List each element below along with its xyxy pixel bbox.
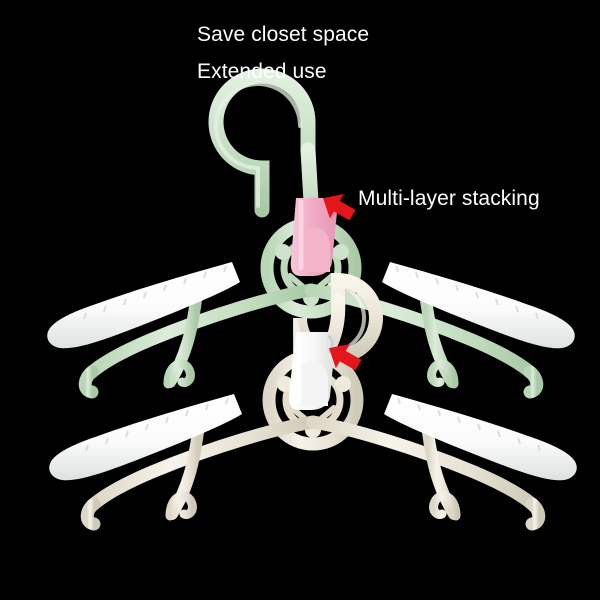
lower-hanger-left-strut: [166, 426, 204, 520]
upper-hanger-hub-lobe-right: [333, 244, 349, 260]
upper-hanger-hub-lobe-left: [275, 244, 291, 260]
upper-hanger-right-pad-ridges: [395, 265, 539, 320]
white-connector-clip: [288, 332, 336, 410]
pink-connector-clip: [290, 198, 338, 276]
upper-hanger-hook-highlight: [214, 82, 302, 208]
upper-hanger-left-shoulder-pad: [47, 262, 241, 349]
upper-hanger-right-strut: [420, 294, 458, 388]
pink-connector-clip-tab: [300, 227, 330, 272]
white-connector-clip-tab: [298, 361, 328, 406]
callout-arrow-upper: [323, 193, 356, 221]
lower-hanger-right-tip: [525, 497, 546, 531]
lower-hanger-hub-lobe-right: [335, 376, 351, 392]
callout-arrow-upper-shape: [323, 193, 356, 221]
lower-hanger-left-tip: [80, 497, 101, 531]
callout-label-multi-layer-stacking: Multi-layer stacking: [358, 187, 540, 210]
upper-hanger-bar-hook-left: [163, 359, 195, 389]
upper-hanger-hub-spoke-right: [317, 273, 335, 289]
upper-hanger-right-tip: [523, 365, 544, 399]
lower-hanger-bar-hook-right: [429, 491, 461, 521]
lower-hanger-hub-spoke-left: [289, 405, 307, 421]
lower-hanger-left-arm: [87, 415, 320, 511]
callout-arrow-lower-shape: [329, 344, 362, 371]
upper-hanger-left-pad-ridges: [83, 265, 227, 320]
caption-line-2: Extended use: [197, 60, 327, 83]
lower-hanger-hub-spoke-right: [319, 405, 337, 421]
lower-hanger-left-pad-ridges: [85, 397, 229, 452]
lower-hanger-right-arm: [306, 415, 539, 511]
white-connector-clip-notch: [327, 334, 334, 354]
caption-block: Save closet space Extended use: [197, 16, 557, 90]
lower-hanger-right-shoulder-pad: [384, 394, 577, 481]
lower-hanger-hub-lobe-left: [277, 376, 293, 392]
upper-hanger-left-strut: [164, 294, 202, 388]
upper-hanger-right-shoulder-pad: [382, 262, 575, 349]
caption-line-1: Save closet space: [197, 23, 370, 46]
lower-hanger-left-shoulder-pad: [49, 394, 243, 481]
lower-hanger-right-pad-ridges: [397, 397, 541, 452]
lower-hanger-bar-hook-left: [165, 491, 197, 521]
upper-hanger-bar-hook-right: [427, 359, 459, 389]
upper-hanger-left-arm: [85, 283, 318, 379]
upper-hanger-left-tip: [78, 365, 99, 399]
lower-hanger-right-strut: [422, 426, 460, 520]
upper-hanger-hub-spoke-left: [287, 273, 305, 289]
callout-arrow-lower: [329, 344, 362, 371]
